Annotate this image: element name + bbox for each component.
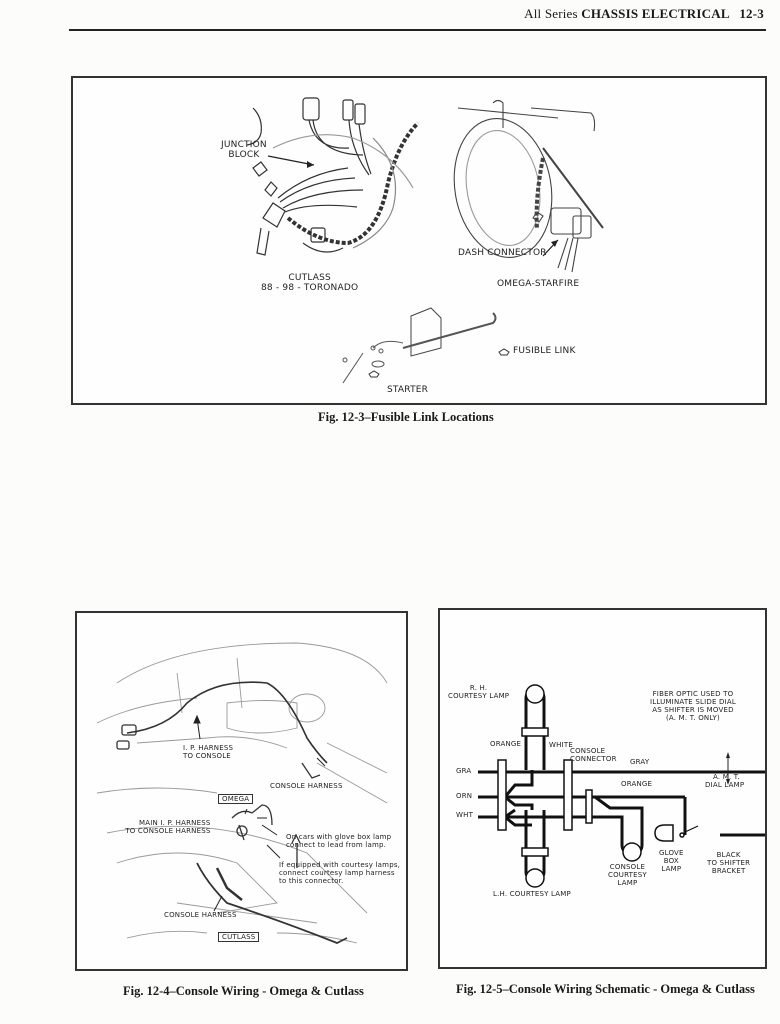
- orange-top-label: ORANGE: [490, 740, 522, 748]
- rh-courtesy-lamp-label: R. H. COURTESY LAMP: [448, 684, 510, 701]
- console-wiring-illustration: [96, 642, 388, 944]
- courtesy-lamp-note: If equipped with courtesy lamps, connect…: [279, 861, 401, 886]
- cutlass-label: CUTLASS 88 - 98 - TORONADO: [261, 273, 359, 294]
- lh-courtesy-lamp-label: L.H. COURTESY LAMP: [493, 890, 571, 898]
- fusible-link-illustration: [246, 97, 604, 384]
- gray-label: GRAY: [630, 758, 650, 766]
- figure-12-4-panel: I. P. HARNESS TO CONSOLE CONSOLE HARNESS…: [75, 611, 408, 971]
- fusible-link-legend-label: FUSIBLE LINK: [513, 346, 576, 356]
- console-courtesy-lamp-label: CONSOLE COURTESY LAMP: [608, 863, 647, 888]
- omega-starfire-label: OMEGA-STARFIRE: [497, 279, 580, 289]
- figure-12-5-panel: R. H. COURTESY LAMP ORANGE WHITE CONSOLE…: [438, 608, 767, 969]
- dash-connector-label: DASH CONNECTOR: [458, 248, 547, 258]
- junction-block-label: JUNCTION BLOCK: [221, 140, 267, 161]
- header-rule: [69, 29, 766, 31]
- wire-wht-label: WHT: [456, 811, 474, 819]
- header-page-number: 12-3: [739, 6, 764, 21]
- console-harness-top-label: CONSOLE HARNESS: [270, 782, 343, 790]
- fiber-optic-note: FIBER OPTIC USED TO ILLUMINATE SLIDE DIA…: [650, 690, 736, 723]
- ip-harness-label: I. P. HARNESS TO CONSOLE: [183, 744, 234, 761]
- console-connector-label: CONSOLE CONNECTOR: [570, 747, 617, 764]
- omega-tag: OMEGA: [218, 794, 254, 805]
- white-label: WHITE: [549, 741, 573, 749]
- header-series: All Series: [524, 6, 578, 21]
- wire-orn-label: ORN: [456, 792, 473, 800]
- main-ip-harness-label: MAIN I. P. HARNESS TO CONSOLE HARNESS: [125, 819, 211, 836]
- glove-box-lamp-note: On cars with glove box lamp connect to l…: [286, 833, 392, 850]
- header-section: CHASSIS ELECTRICAL: [581, 6, 729, 21]
- wire-gra-label: GRA: [456, 767, 472, 775]
- figure-12-4-caption: Fig. 12-4–Console Wiring - Omega & Cutla…: [123, 984, 364, 998]
- figure-12-5-caption: Fig. 12-5–Console Wiring Schematic - Ome…: [456, 982, 755, 996]
- amt-dial-lamp-label: A. M. T. DIAL LAMP: [705, 773, 745, 790]
- orange-mid-label: ORANGE: [621, 780, 653, 788]
- figure-12-3-panel: JUNCTION BLOCK CUTLASS 88 - 98 - TORONAD…: [71, 76, 767, 405]
- black-to-shifter-label: BLACK TO SHIFTER BRACKET: [707, 851, 751, 876]
- starter-label: STARTER: [387, 385, 429, 395]
- glove-box-lamp-label: GLOVE BOX LAMP: [659, 849, 684, 874]
- console-harness-bottom-label: CONSOLE HARNESS: [164, 911, 237, 919]
- page-header: All Series CHASSIS ELECTRICAL 12-3: [524, 6, 764, 22]
- figure-12-3-caption: Fig. 12-3–Fusible Link Locations: [318, 410, 494, 424]
- cutlass-tag: CUTLASS: [218, 932, 260, 943]
- console-wiring-schematic: [478, 684, 765, 888]
